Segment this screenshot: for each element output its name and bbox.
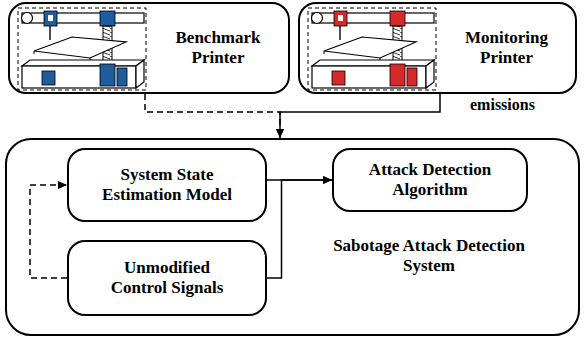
node-text: Benchmark Printer [158, 28, 278, 67]
connector-arrow [267, 180, 332, 278]
printer-box: Monitoring Printer [298, 2, 577, 94]
printer-box: Benchmark Printer [8, 2, 290, 94]
process-box: Unmodified Control Signals [67, 240, 267, 316]
monitoring-printer-figure [308, 8, 436, 90]
connector-arrow [280, 94, 440, 138]
signal-label: emissions [468, 96, 537, 114]
node-text: System State Estimation Model [91, 165, 243, 204]
connector-arrow [145, 94, 280, 138]
node-text: Unmodified Control Signals [99, 258, 235, 297]
node-text: Monitoring Printer [447, 28, 567, 67]
node-text: Sabotage Attack Detection System [329, 236, 529, 275]
benchmark-printer-figure [18, 8, 146, 90]
process-box: System State Estimation Model [67, 148, 267, 222]
node-text: Attack Detection Algorithm [354, 160, 506, 199]
process-box: Attack Detection Algorithm [332, 148, 528, 212]
system-box: Sabotage Attack Detection System System S… [5, 138, 580, 336]
connector-arrow [30, 185, 67, 278]
